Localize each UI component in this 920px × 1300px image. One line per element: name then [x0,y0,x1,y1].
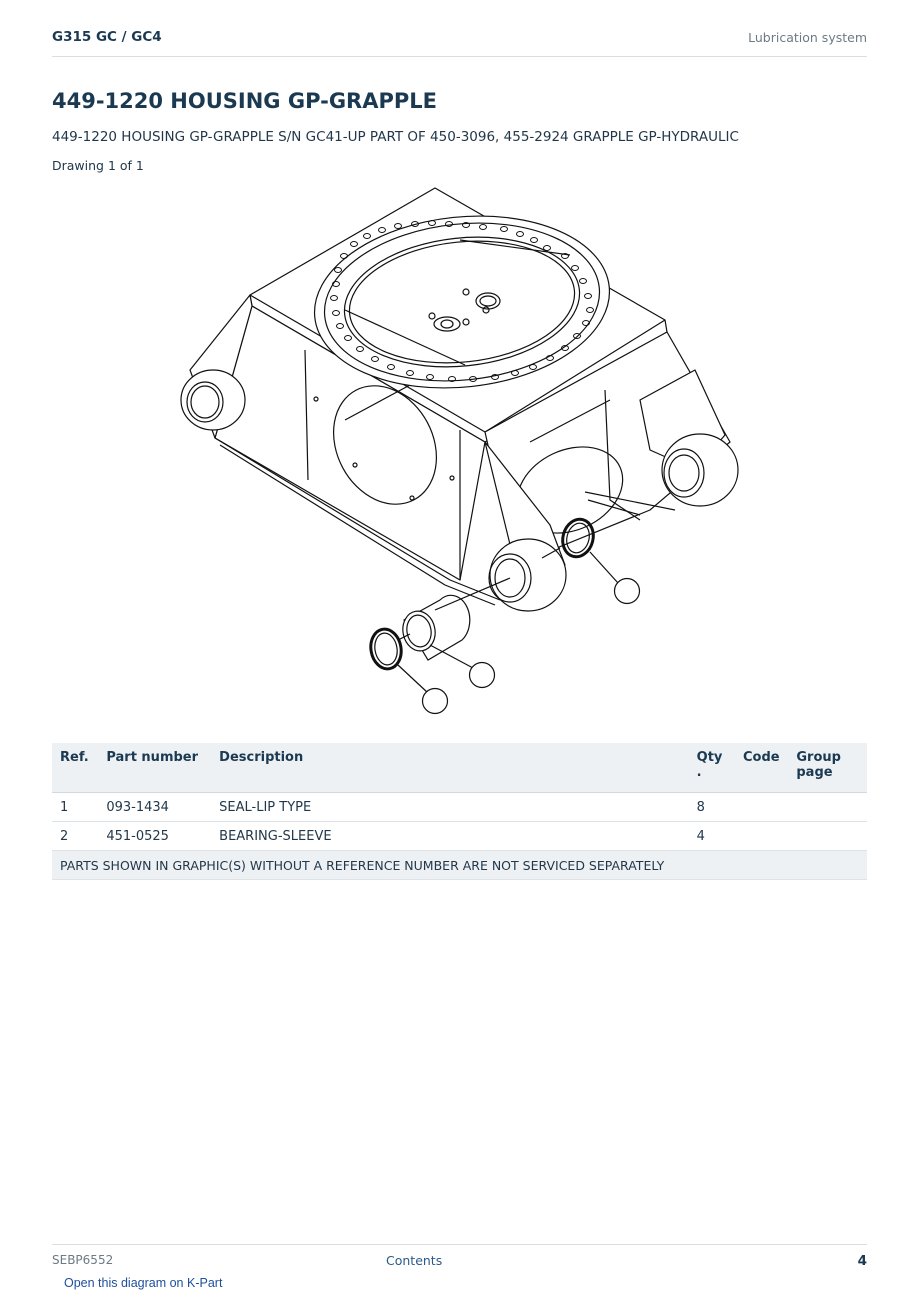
parts-table: Ref. Part number Description Qty . Code … [52,743,867,880]
seal-lip-lower [369,627,403,671]
section-label: Lubrication system [748,30,867,45]
table-row: 1 093-1434 SEAL-LIP TYPE 8 [52,792,867,822]
cell-qty: 8 [688,792,735,822]
model-label: G315 GC / GC4 [52,29,162,45]
callout-balloon [613,577,641,605]
parts-diagram [180,187,739,715]
page-title: 449-1220 HOUSING GP-GRAPPLE [52,89,437,113]
cell-part-number: 451-0525 [98,821,212,851]
cell-code [734,821,789,851]
table-header-row: Ref. Part number Description Qty . Code … [52,743,867,793]
col-ref: Ref. [52,743,99,793]
page-footer: SEBP6552 Contents 4 [52,1244,867,1275]
cell-part-number: 093-1434 [98,792,212,822]
col-qty: Qty . [688,743,735,793]
cell-group-page [788,792,867,822]
page-number: 4 [857,1253,867,1269]
front-pin-boss [489,538,567,612]
cell-code [734,792,789,822]
col-code: Code [734,743,789,793]
callout-balloon [421,687,449,715]
bolt-holes [330,220,594,382]
cell-description: SEAL-LIP TYPE [211,792,689,822]
cell-ref: 1 [52,792,99,822]
cell-description: BEARING-SLEEVE [211,821,689,851]
drawing-counter: Drawing 1 of 1 [52,158,144,173]
page-subtitle: 449-1220 HOUSING GP-GRAPPLE S/N GC41-UP … [52,129,739,145]
kpart-link[interactable]: Open this diagram on K-Part [64,1276,223,1290]
table-note-row: PARTS SHOWN IN GRAPHIC(S) WITHOUT A REFE… [52,850,867,880]
table-row: 2 451-0525 BEARING-SLEEVE 4 [52,821,867,851]
cell-group-page [788,821,867,851]
callout-balloon [468,661,496,689]
turntable-ring-inner [343,236,581,368]
seal-lip-upper [561,517,595,559]
contents-link[interactable]: Contents [386,1253,443,1268]
right-pin-boss [661,433,739,507]
doc-number: SEBP6552 [52,1253,114,1267]
cell-qty: 4 [688,821,735,851]
table-note: PARTS SHOWN IN GRAPHIC(S) WITHOUT A REFE… [52,850,867,880]
col-description: Description [211,743,689,793]
col-part-number: Part number [98,743,212,793]
page-header: G315 GC / GC4 Lubrication system [52,28,867,57]
col-group-page: Group page [788,743,867,793]
cell-ref: 2 [52,821,99,851]
